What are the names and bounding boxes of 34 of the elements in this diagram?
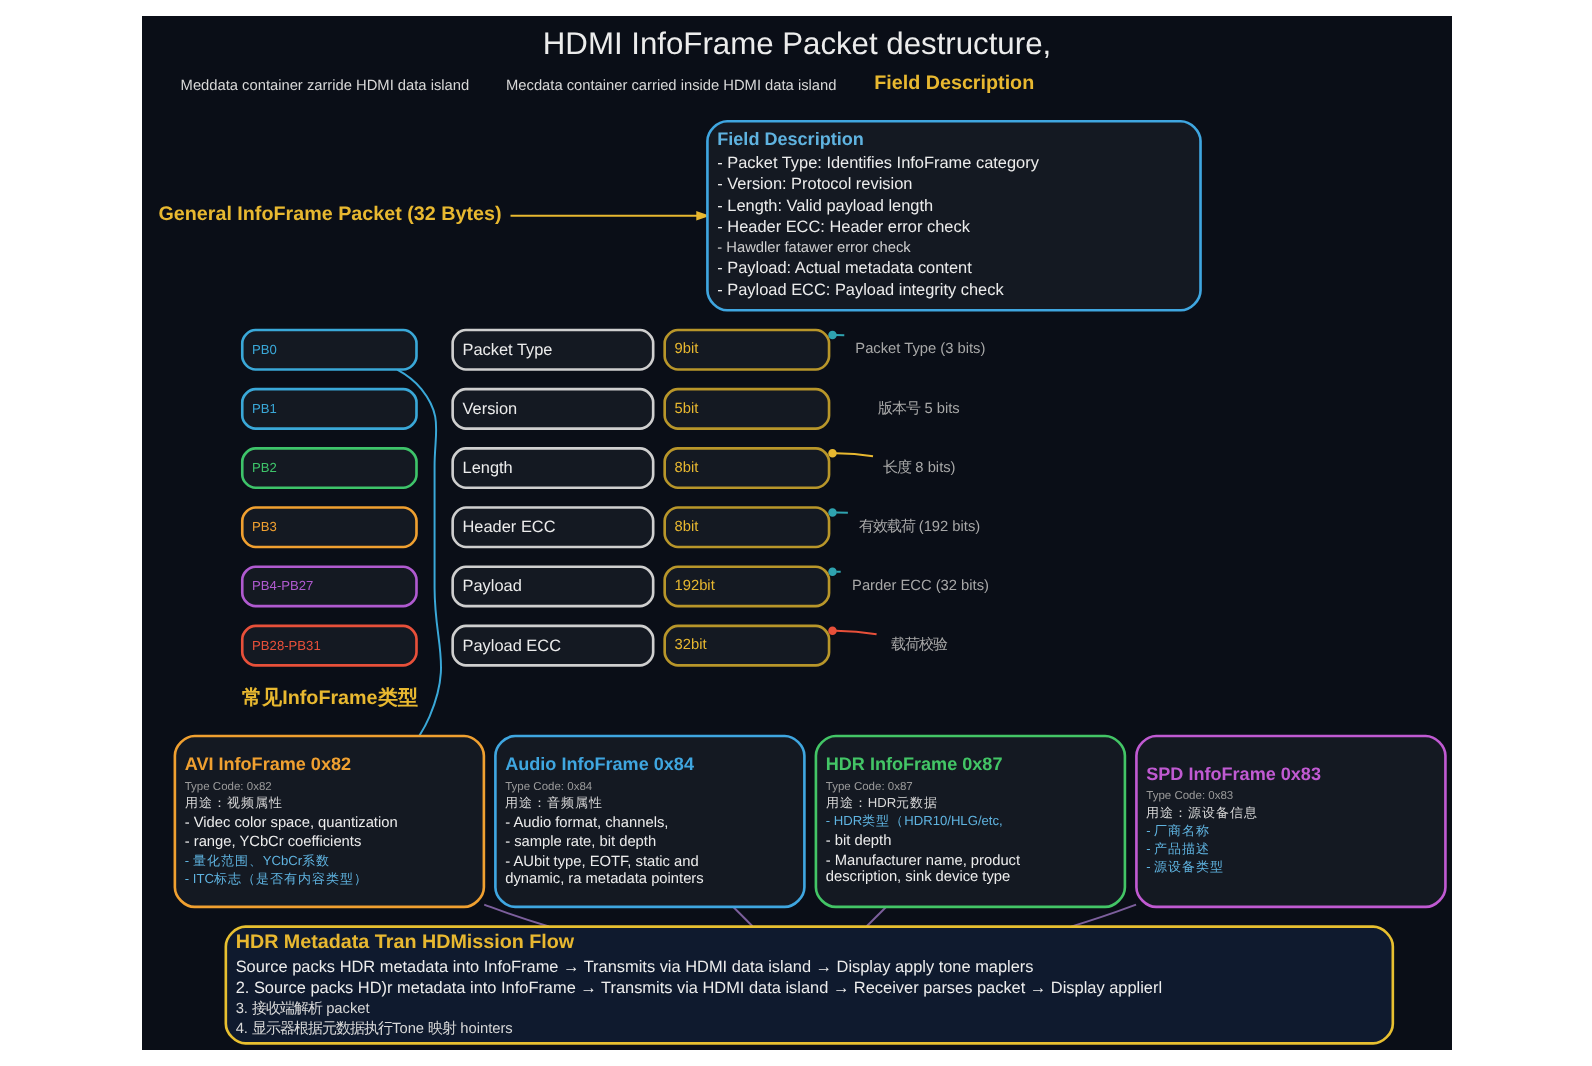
node-box: HDR Metadata Tran HDMission Flow Source packs HDR metadata into InfoFrame → Transmits via HDMI data island → Display apply tone maplers 2. Source packs HD)r metadata into InfoFrame → Transmits via HDMI data island → Receiver parses packet → Display applierl 3. 接收端解析 packet 4. 显示器根据元数据执行Tone 映射 hointers [223,925,1394,1045]
node-box: Version [450,387,654,430]
label: Meddata container zarride HDMI data island [179,75,469,94]
node-box: Payload [450,565,654,608]
node-box: Header ECC [450,506,654,549]
label: 版本号 5 bits [877,398,959,417]
connector [482,903,549,928]
node-box: Field Description - Packet Type: Identifies InfoFrame category - Version: Protocol revision - Length: Valid payload length - Header ECC: Header error check - Hawdler fatawer error check - Payload: Actual metadata content - Payload ECC: Payload integrity check [705,119,1201,312]
node-box: Length [450,447,654,490]
node-box: Packet Type [450,328,654,371]
node-box: 9bit [662,328,830,371]
connector [827,626,877,636]
node-box: 32bit [662,624,830,667]
connector [864,906,887,928]
arrow [508,210,710,221]
node-text: 载荷校验 [890,635,947,654]
node-text: 长度 8 bits) [882,457,955,476]
connector [731,906,753,928]
node-box: 5bit [662,387,830,430]
connector [827,567,841,576]
label: Mecdata container carried inside HDMI data island [505,75,836,94]
connector [827,449,873,458]
node-box: 192bit [662,565,830,608]
connector [395,368,441,737]
node-text: General InfoFrame Packet (32 Bytes) [157,204,501,227]
node-text: Packet Type (3 bits) [854,339,985,358]
label: 常见InfoFrame类型 [241,688,417,711]
node-box: 8bit [662,447,830,490]
node-text: 有效载荷 (192 bits) [857,516,980,535]
node-text: Parder ECC (32 bits) [851,576,988,595]
diagram-title: HDMI InfoFrame Packet destructure, [541,28,1051,63]
node-box: 8bit [662,506,830,549]
label: Field Description [873,73,1034,96]
node-box: Payload ECC [450,624,654,667]
